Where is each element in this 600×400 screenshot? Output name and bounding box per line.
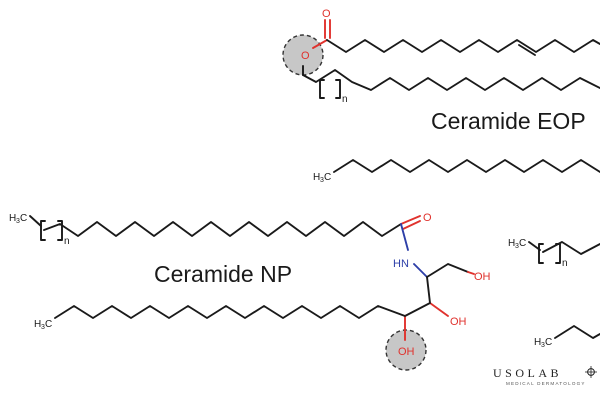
np-top-methyl-c: C [20, 213, 27, 224]
usolab-logo: USOLAB MEDICAL DERMATOLOGY [493, 366, 597, 386]
right-bottom-methyl-h: H [534, 337, 541, 348]
middle-methyl-h: H [313, 172, 320, 183]
np-n-c2-bond [413, 263, 428, 278]
np-top-methyl-sub: 3 [16, 218, 20, 225]
eop-carbonyl-oxygen: O [322, 8, 331, 20]
logo-brand-text: USOLAB [493, 366, 562, 380]
eop-double-bond [518, 44, 536, 56]
np-headgroup-bonds [426, 263, 469, 278]
np-repeat-n: n [64, 236, 70, 247]
np-ch2oh-bond [467, 271, 475, 275]
eop-repeat-bracket-right [335, 79, 341, 99]
np-acyl-chain [43, 221, 402, 237]
middle-chain-bonds [333, 159, 600, 173]
np-secondary-hydroxyl: OH [450, 316, 467, 328]
np-c3-oh-bond [429, 302, 449, 317]
np-carbonyl-oxygen: O [423, 212, 432, 224]
np-repeat-bracket-left [40, 220, 46, 241]
middle-methyl-sub: 3 [320, 177, 324, 184]
right-repeat-bracket-left [538, 243, 544, 264]
np-repeat-bracket-right [57, 220, 63, 241]
right-partial-structures: H 3 C n H 3 C [508, 238, 600, 349]
np-amide-nitrogen: HN [393, 258, 409, 270]
eop-repeat-n: n [342, 94, 348, 105]
right-methyl-h: H [508, 238, 515, 249]
right-methyl-c: C [519, 238, 526, 249]
np-top-methyl-h: H [9, 213, 16, 224]
ceramide-eop-structure: O O n Ceramide EOP [282, 8, 600, 134]
right-repeat-n: n [562, 258, 568, 269]
eop-ester-oxygen: O [301, 50, 310, 62]
right-bottom-methyl-sub: 3 [541, 342, 545, 349]
np-bottom-methyl-h: H [34, 319, 41, 330]
right-chain-top [542, 241, 600, 255]
np-phytosphingosine-highlight [385, 329, 427, 371]
np-carbonyl-bond [400, 215, 421, 225]
logo-star-icon [585, 366, 597, 378]
ceramide-np-structure: H 3 C n O HN OH OH OH H 3 C Ceramide N [9, 212, 491, 371]
np-c2-c3-bond [426, 276, 431, 304]
eop-ester-bond [312, 39, 328, 49]
np-primary-hydroxyl: OH [474, 271, 491, 283]
middle-fatty-chain: H 3 C [313, 159, 600, 184]
np-amide-bond [400, 223, 409, 251]
np-c3-c4-bond [404, 302, 431, 317]
logo-tagline: MEDICAL DERMATOLOGY [506, 381, 586, 386]
right-repeat-bracket-right [555, 243, 561, 264]
eop-lower-chain [302, 69, 600, 91]
np-c4-hydroxyl: OH [398, 346, 415, 358]
right-chain-bottom [554, 325, 600, 339]
np-name-label: Ceramide NP [154, 261, 292, 287]
middle-methyl-c: C [324, 172, 331, 183]
right-bottom-methyl-c: C [545, 337, 552, 348]
np-bottom-methyl-c: C [45, 319, 52, 330]
right-methyl-sub: 3 [515, 243, 519, 250]
np-bottom-methyl-sub: 3 [41, 324, 45, 331]
eop-name-label: Ceramide EOP [431, 108, 586, 134]
np-top-methyl-bond [29, 215, 42, 227]
np-sphingoid-chain [54, 305, 406, 319]
np-carbonyl-bond-2 [402, 220, 421, 230]
eop-repeat-bracket-left [319, 79, 325, 99]
eop-acyl-chain [326, 39, 600, 53]
